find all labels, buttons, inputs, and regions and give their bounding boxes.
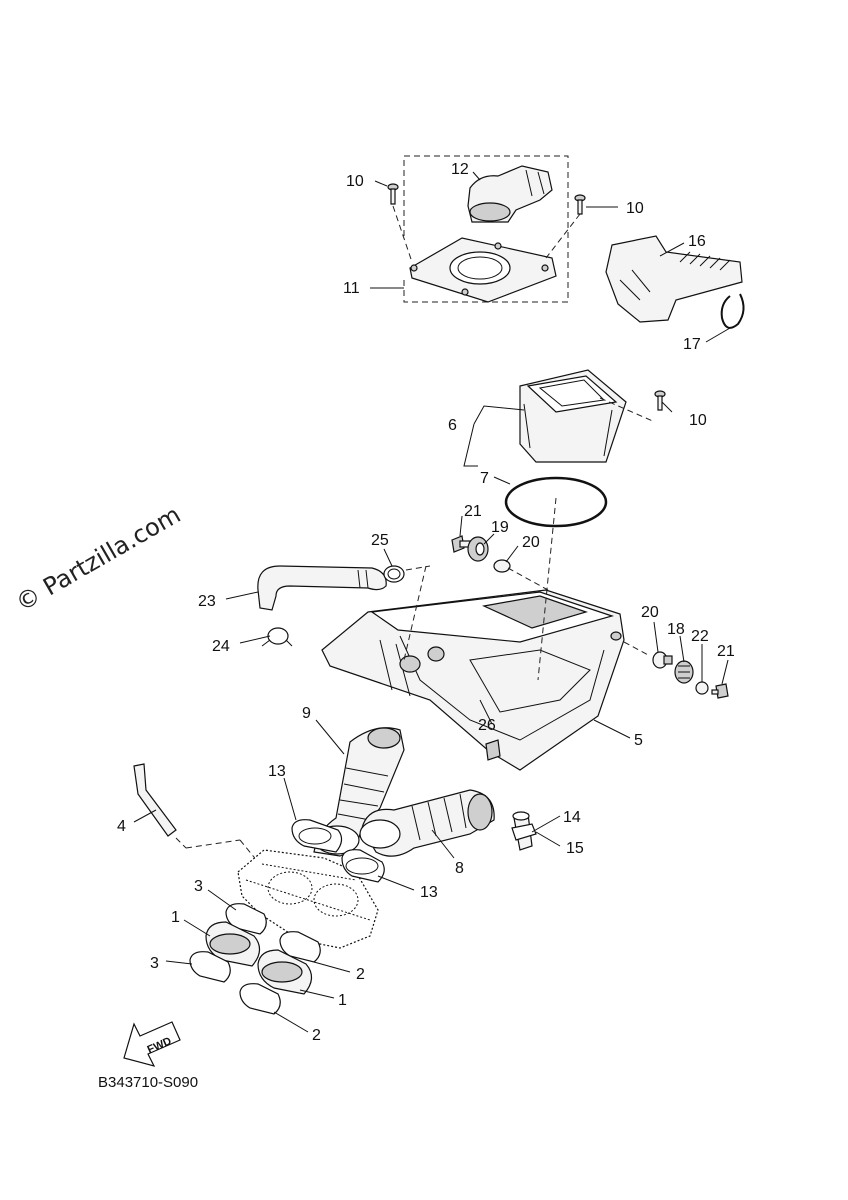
part-4-pipe: [133, 763, 177, 837]
leader-lines: [133, 171, 731, 1033]
callout-11: 11: [343, 280, 360, 297]
drain-group: [511, 811, 537, 851]
fastener-set-top: [451, 535, 549, 591]
callout-4: 4: [117, 818, 126, 835]
part-17-clip: [720, 293, 745, 329]
part-3-clamp-lower: [189, 951, 231, 983]
part-2-clamp-upper: [279, 931, 321, 963]
part-25-clamp: [383, 565, 405, 583]
callout-19: 19: [491, 519, 509, 536]
part-13-clamp-lower: [341, 849, 385, 883]
part-7-o-ring: [504, 476, 608, 528]
part-16-bracket: [605, 235, 743, 323]
diagram-code: B343710-S090: [98, 1074, 198, 1091]
callout-21-top: 21: [464, 503, 482, 520]
callout-13-upper: 13: [268, 763, 286, 780]
part-24-clamp: [267, 627, 289, 645]
part-10-screw-filter: [654, 390, 666, 411]
callout-13-lower: 13: [420, 884, 438, 901]
callout-8: 8: [455, 860, 464, 877]
part-15-clamp: [511, 823, 537, 841]
callout-20-top: 20: [522, 534, 540, 551]
clamp-group-13: [291, 819, 385, 883]
callout-15: 15: [566, 840, 584, 857]
air-box-group: [321, 497, 625, 771]
part-10-screw-right: [574, 194, 586, 215]
fwd-arrow: FWD: [123, 1021, 181, 1067]
bracket-group: [605, 235, 745, 329]
breather-group: [133, 763, 259, 863]
callout-25: 25: [371, 532, 389, 549]
part-20-collar: [493, 559, 511, 573]
filter-group: [504, 369, 666, 528]
callout-10-left: 10: [346, 173, 364, 190]
funnel-group: [313, 727, 495, 857]
callout-14: 14: [563, 809, 581, 826]
callout-3-upper: 3: [194, 878, 203, 895]
callout-16: 16: [688, 233, 706, 250]
callout-20-right: 20: [641, 604, 659, 621]
callout-10-filter: 10: [689, 412, 707, 429]
part-13-clamp-upper: [291, 819, 343, 853]
callout-3-lower: 3: [150, 955, 159, 972]
part-22-washer: [695, 681, 709, 695]
part-21-bolt: [711, 683, 729, 699]
callout-2-upper: 2: [356, 966, 365, 983]
part-2-clamp-lower: [239, 983, 281, 1015]
callout-1-lower: 1: [338, 992, 347, 1009]
part-5-air-box: [321, 589, 625, 771]
part-10-screw-left: [387, 183, 399, 205]
part-23-hose: [257, 565, 387, 611]
inlet-cover-group: [387, 155, 586, 303]
callout-18: 18: [667, 621, 685, 638]
throttle-body-ghost: [237, 849, 379, 949]
callout-6: 6: [448, 417, 457, 434]
watermark: © Partzilla.com: [11, 500, 185, 617]
callout-23: 23: [198, 593, 216, 610]
callout-2-lower: 2: [312, 1027, 321, 1044]
callout-labels: 10 10 11 12 16 17 6 7 10 21 19 20 25 23 …: [117, 161, 735, 1044]
callout-9: 9: [302, 705, 311, 722]
callout-7: 7: [480, 470, 489, 487]
callout-21-right: 21: [717, 643, 735, 660]
callout-17: 17: [683, 336, 701, 353]
callout-24: 24: [212, 638, 230, 655]
callout-22: 22: [691, 628, 709, 645]
joint-group: [189, 903, 321, 1015]
hose-group: [257, 565, 431, 647]
callout-5: 5: [634, 732, 643, 749]
fastener-set-right: [623, 641, 729, 699]
callout-12: 12: [451, 161, 469, 178]
callout-10-right: 10: [626, 200, 644, 217]
callout-1-upper: 1: [171, 909, 180, 926]
callout-26: 26: [478, 717, 496, 734]
